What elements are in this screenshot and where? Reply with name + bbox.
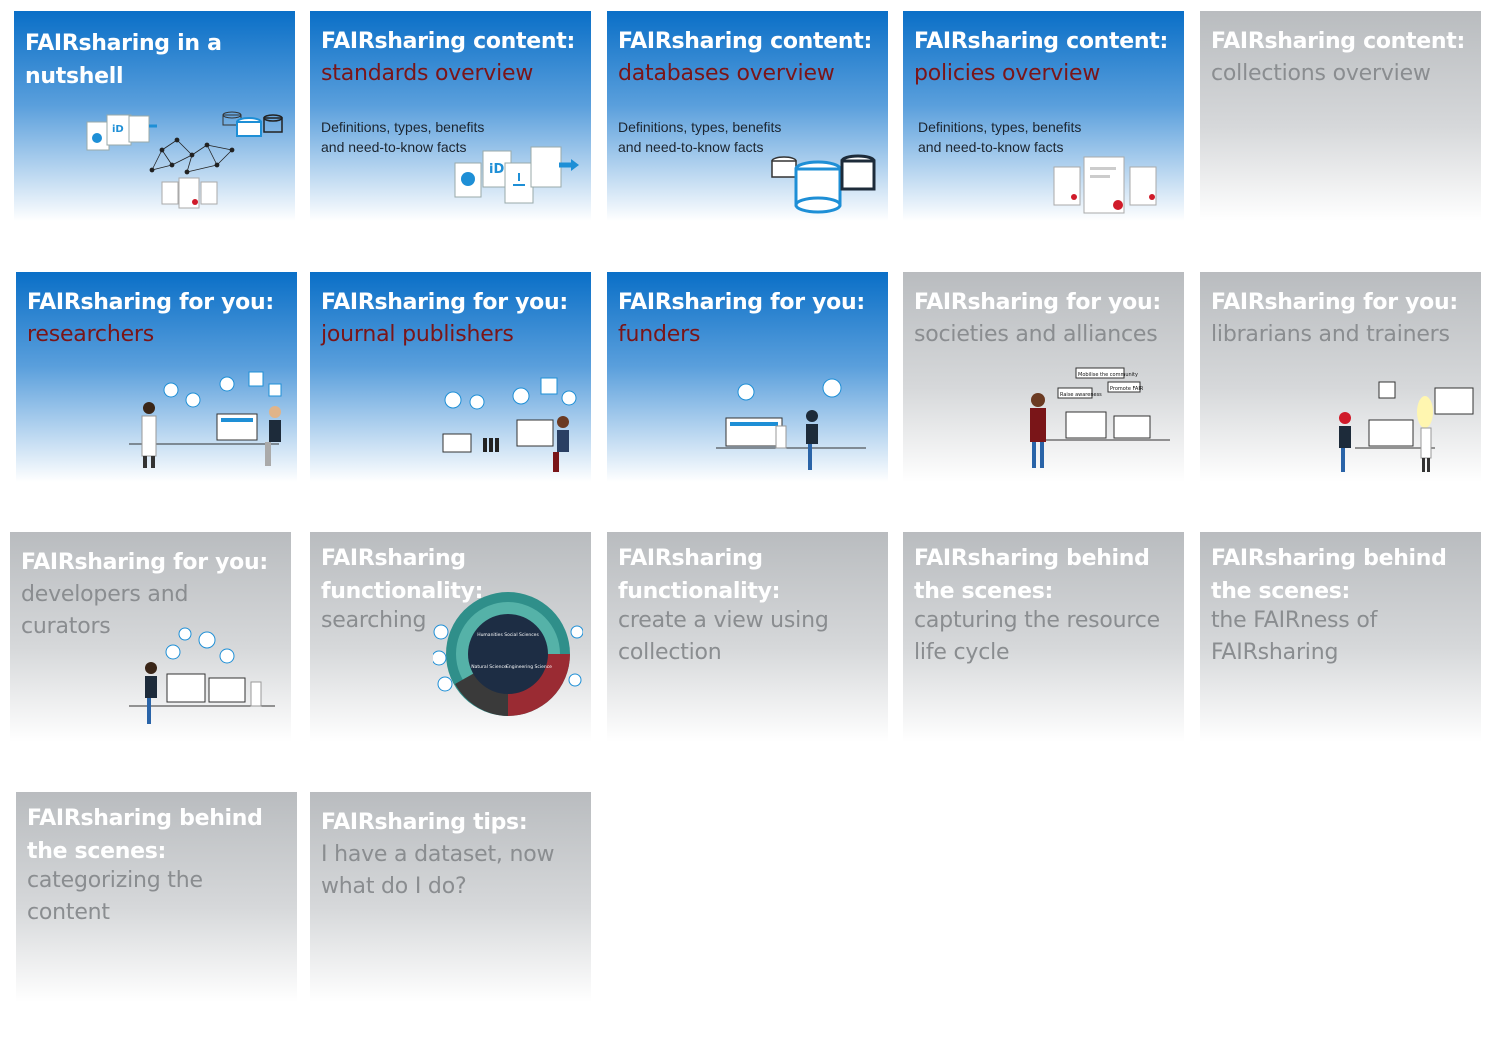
- tile-databases-overview[interactable]: FAIRsharing content: databases overview …: [607, 11, 888, 221]
- tile-fairness[interactable]: FAIRsharing behind the scenes: the FAIRn…: [1200, 532, 1481, 742]
- tile-categorizing-content[interactable]: FAIRsharing behind the scenes: categoriz…: [16, 792, 297, 1002]
- tile-subtitle: researchers: [27, 322, 155, 347]
- sunburst-label: Natural Science: [471, 664, 507, 670]
- tile-subtitle: the FAIRness of FAIRsharing: [1211, 608, 1378, 665]
- tile-title: FAIRsharing for you:: [618, 290, 865, 315]
- tile-for-researchers[interactable]: FAIRsharing for you: researchers: [16, 272, 297, 482]
- tile-subtitle: librarians and trainers: [1211, 322, 1450, 347]
- tile-subtitle: create a view using collection: [618, 608, 829, 665]
- database-icon: [771, 154, 876, 214]
- society-label: Raise awareness: [1060, 392, 1102, 398]
- policy-documents-icon: [1053, 156, 1157, 214]
- tile-subtitle: journal publishers: [321, 322, 514, 347]
- tile-for-developers[interactable]: FAIRsharing for you: developers and cura…: [10, 532, 291, 742]
- publisher-illustration-icon: [442, 377, 577, 472]
- tile-for-funders[interactable]: FAIRsharing for you: funders: [607, 272, 888, 482]
- tile-title: FAIRsharing content:: [321, 29, 575, 54]
- sunburst-label: Humanities Social Sciences: [477, 632, 539, 638]
- network-graph-icon: iD: [86, 111, 283, 209]
- developer-illustration-icon: [129, 627, 275, 724]
- tile-title: FAIRsharing functionality:: [321, 546, 484, 604]
- tile-for-societies[interactable]: FAIRsharing for you: societies and allia…: [903, 272, 1184, 482]
- tile-title: FAIRsharing content:: [618, 29, 872, 54]
- society-label: Promote FAIR: [1110, 386, 1144, 392]
- tile-title: FAIRsharing behind the scenes:: [27, 806, 263, 864]
- tile-title: FAIRsharing for you:: [914, 290, 1161, 315]
- tile-title: FAIRsharing functionality:: [618, 546, 781, 604]
- tile-create-view[interactable]: FAIRsharing functionality: create a view…: [607, 532, 888, 742]
- tile-subtitle: funders: [618, 322, 701, 347]
- tile-subtitle: policies overview: [914, 61, 1101, 86]
- tile-subtitle: standards overview: [321, 61, 534, 86]
- tile-subtitle: collections overview: [1211, 61, 1431, 86]
- tile-description: Definitions, types, benefits and need-to…: [321, 119, 485, 155]
- tile-title: FAIRsharing tips:: [321, 810, 528, 835]
- tile-searching[interactable]: FAIRsharing functionality: searching Hum…: [310, 532, 591, 742]
- tile-fairsharing-nutshell[interactable]: FAIRsharing in a nutshell iD: [14, 11, 295, 221]
- tile-title: FAIRsharing for you:: [27, 290, 274, 315]
- tile-subtitle: capturing the resource life cycle: [914, 608, 1161, 665]
- tile-title: FAIRsharing content:: [1211, 29, 1465, 54]
- tile-subtitle: developers and curators: [21, 582, 189, 639]
- tile-for-journal-publishers[interactable]: FAIRsharing for you: journal publishers: [310, 272, 591, 482]
- tile-description: Definitions, types, benefits and need-to…: [618, 119, 782, 155]
- tile-title: FAIRsharing for you:: [21, 550, 268, 575]
- tile-subtitle: categorizing the content: [27, 868, 203, 925]
- tile-subtitle: databases overview: [618, 61, 835, 86]
- tile-for-librarians[interactable]: FAIRsharing for you: librarians and trai…: [1200, 272, 1481, 482]
- standards-documents-icon: iD: [454, 146, 579, 204]
- tile-subtitle: I have a dataset, now what do I do?: [321, 842, 555, 899]
- funder-illustration-icon: [716, 378, 866, 470]
- sunburst-chart-icon: Humanities Social Sciences Natural Scien…: [433, 592, 583, 716]
- tile-title: FAIRsharing behind the scenes:: [914, 546, 1150, 604]
- svg-text:iD: iD: [112, 124, 124, 135]
- tile-standards-overview[interactable]: FAIRsharing content: standards overview …: [310, 11, 591, 221]
- tile-resource-life-cycle[interactable]: FAIRsharing behind the scenes: capturing…: [903, 532, 1184, 742]
- tile-title: FAIRsharing for you:: [1211, 290, 1458, 315]
- tile-subtitle: searching: [321, 608, 427, 633]
- tile-policies-overview[interactable]: FAIRsharing content: policies overview D…: [903, 11, 1184, 221]
- tile-title: FAIRsharing content:: [914, 29, 1168, 54]
- svg-text:iD: iD: [489, 162, 504, 177]
- researchers-illustration-icon: [129, 371, 282, 468]
- tile-collections-overview[interactable]: FAIRsharing content: collections overvie…: [1200, 11, 1481, 221]
- tile-description: Definitions, types, benefits and need-to…: [918, 119, 1082, 155]
- society-label: Mobilise the community: [1078, 372, 1138, 378]
- tile-subtitle: societies and alliances: [914, 322, 1158, 347]
- sunburst-label: Engineering Science: [506, 664, 552, 670]
- tile-dataset-tips[interactable]: FAIRsharing tips: I have a dataset, now …: [310, 792, 591, 1002]
- tile-title: FAIRsharing behind the scenes:: [1211, 546, 1447, 604]
- tile-title: FAIRsharing in a nutshell: [25, 31, 222, 89]
- tile-title: FAIRsharing for you:: [321, 290, 568, 315]
- society-illustration-icon: Mobilise the community Raise awareness P…: [1030, 367, 1170, 468]
- librarian-illustration-icon: [1339, 381, 1474, 472]
